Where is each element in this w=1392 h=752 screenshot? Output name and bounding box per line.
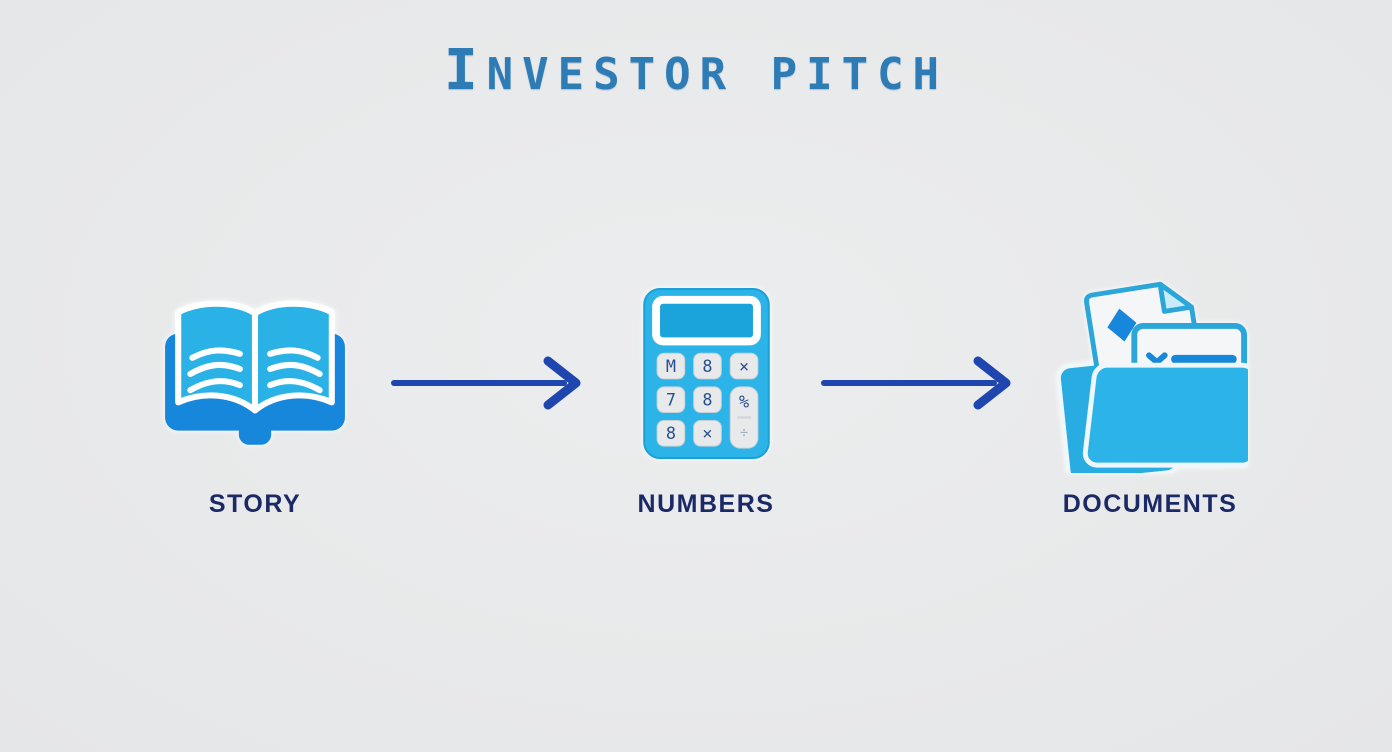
calc-key-multiply-a: ×	[739, 356, 749, 376]
calc-key-8a: 8	[702, 356, 712, 376]
open-book-icon	[159, 272, 351, 474]
calc-key-8c: 8	[665, 423, 675, 443]
flow-step-documents: DOCUMENTS	[1035, 272, 1265, 519]
calc-key-percent: %	[739, 391, 749, 411]
step-label-numbers: NUMBERS	[637, 490, 775, 518]
calculator-icon: M 8 × 7 8 8 × % ÷	[642, 272, 771, 474]
calc-key-8b: 8	[702, 389, 712, 409]
step-label-story: STORY	[208, 490, 302, 518]
calc-key-multiply-b: ×	[702, 423, 712, 443]
folder-documents-icon	[1052, 272, 1248, 474]
calc-key-7: 7	[665, 389, 675, 409]
step-label-documents: DOCUMENTS	[1062, 490, 1238, 518]
calc-key-divide: ÷	[739, 425, 747, 441]
arrow-right-icon	[821, 356, 1011, 410]
flow-step-story: STORY	[140, 272, 370, 519]
arrow-right-icon	[391, 356, 581, 410]
page-title: INVESTOR PITCH	[443, 38, 949, 103]
calc-key-m: M	[665, 356, 675, 376]
flow-step-numbers: M 8 × 7 8 8 × % ÷ NUMBERS	[591, 272, 821, 519]
